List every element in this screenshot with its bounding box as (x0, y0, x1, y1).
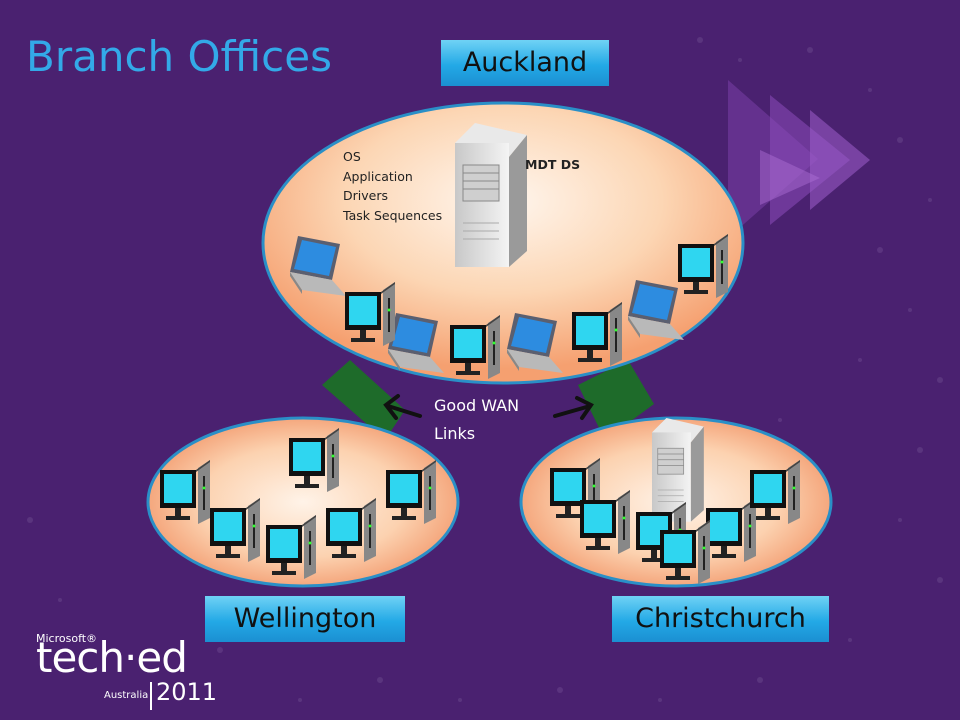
wan-link-left (322, 360, 405, 440)
auckland-server-icon (454, 122, 528, 268)
wan-text-line1: Good WAN (434, 396, 520, 415)
server-content-drivers: Drivers (343, 188, 388, 203)
server-content-list: OS Application Drivers Task Sequences (343, 147, 442, 225)
wan-links-text: Good WAN Links (434, 392, 519, 448)
server-content-task-sequences: Task Sequences (343, 207, 443, 223)
wan-arrow-left-icon (383, 394, 422, 420)
wan-link-right (578, 360, 654, 440)
christchurch-server-icon (651, 417, 705, 523)
wan-text-line2: Links (434, 424, 476, 443)
decorative-play-arrows (728, 80, 870, 238)
server-content-application: Application (343, 168, 413, 184)
logo-brand: Microsoft® (36, 632, 98, 645)
server-content-os: OS (343, 149, 361, 164)
logo-region: Australia (104, 690, 149, 701)
wellington-label: Wellington (205, 596, 405, 642)
mdt-ds-label: MDT DS (525, 157, 581, 172)
christchurch-label: Christchurch (612, 596, 829, 642)
logo-divider (150, 682, 152, 710)
auckland-label: Auckland (441, 40, 609, 86)
logo-product: tech·ed (36, 633, 188, 682)
logo-year: 2011 (156, 678, 218, 706)
background-dot-pattern (27, 37, 943, 702)
slide-title: Branch Offices (26, 32, 332, 81)
wan-arrow-right-icon (553, 396, 594, 420)
